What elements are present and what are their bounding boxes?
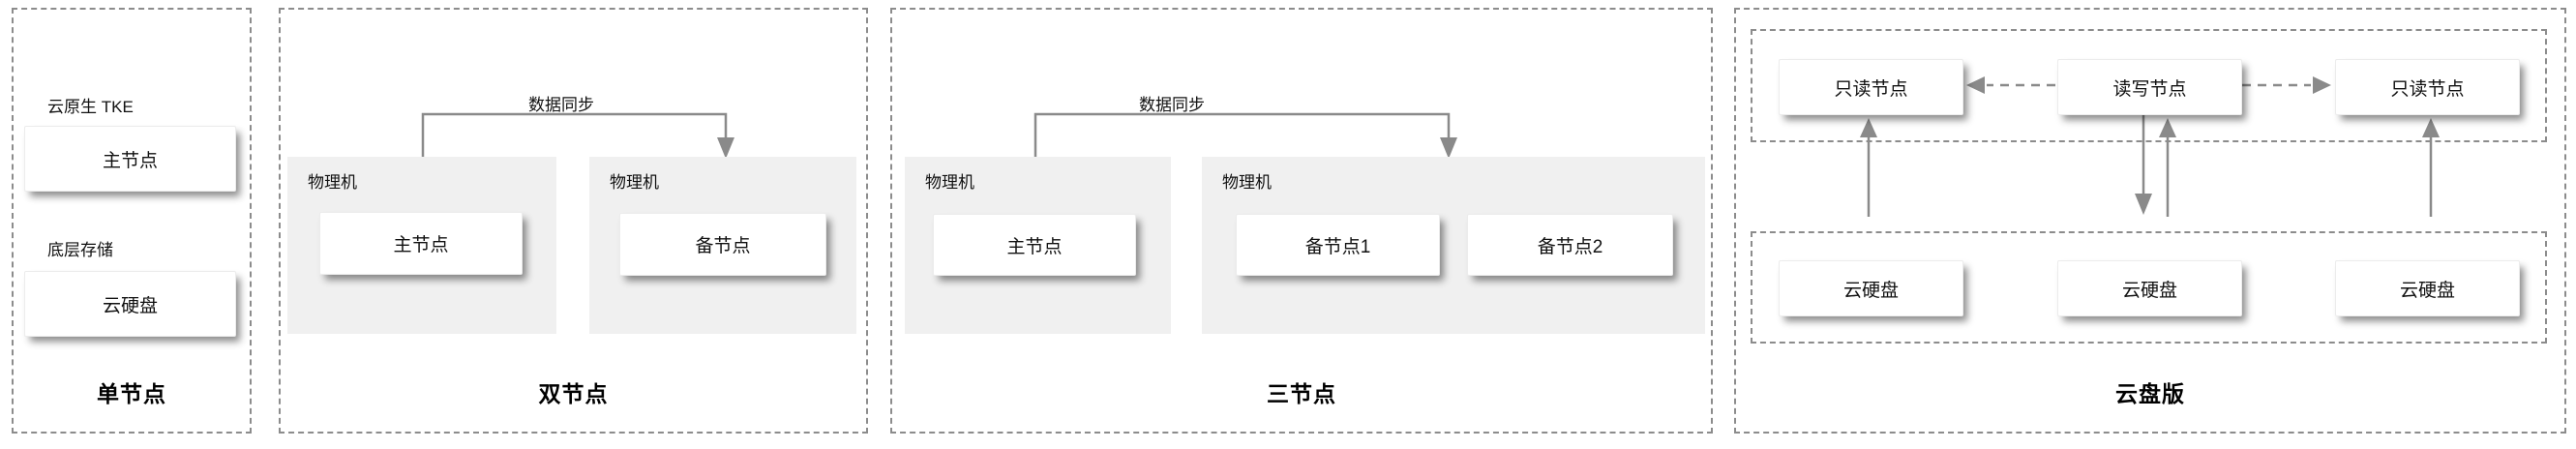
- panel-title-three-node: 三节点: [1267, 381, 1336, 406]
- node-box-master-label: 主节点: [393, 235, 449, 255]
- panel-single-node: 云原生 TKE 主节点 底层存储 云硬盘 单节点: [12, 8, 252, 434]
- node-box-master: 主节点: [933, 214, 1136, 276]
- host-box-physical-machine: 物理机 主节点: [287, 157, 556, 334]
- compute-nodes-container: 只读节点 读写节点 只读节点: [1751, 29, 2547, 142]
- node-box-readonly-left: 只读节点: [1779, 59, 1963, 115]
- label-data-sync: 数据同步: [1139, 96, 1205, 114]
- node-box-readonly-label: 只读节点: [1834, 78, 1908, 100]
- panel-cloud-disk-edition: 只读节点 读写节点 只读节点 云硬盘 云硬盘 云硬盘 云盘版: [1734, 8, 2566, 434]
- node-box-cloud-disk-label: 云硬盘: [2121, 280, 2177, 301]
- host-box-physical-machine: 物理机 主节点: [905, 157, 1171, 334]
- panel-title-cloud-disk-edition: 云盘版: [2115, 381, 2185, 406]
- node-box-readwrite-label: 读写节点: [2112, 78, 2187, 100]
- node-box-readonly-label: 只读节点: [2390, 78, 2465, 100]
- node-box-master-label: 主节点: [1006, 236, 1063, 257]
- node-box-readonly-right: 只读节点: [2335, 59, 2520, 115]
- host-label: 物理机: [308, 173, 357, 192]
- arrowhead-down-icon: [717, 137, 734, 159]
- host-box-physical-machine: 物理机 备节点1 备节点2: [1202, 157, 1705, 334]
- host-box-physical-machine: 物理机 备节点: [589, 157, 856, 334]
- node-box-standby-label: 备节点: [695, 236, 751, 256]
- node-box-master: 主节点: [24, 126, 236, 192]
- label-underlying-storage: 底层存储: [47, 241, 113, 259]
- node-box-standby: 备节点: [619, 213, 826, 276]
- cloud-disks-container: 云硬盘 云硬盘 云硬盘: [1751, 231, 2547, 344]
- panel-title-single-node: 单节点: [97, 381, 166, 406]
- node-box-readwrite: 读写节点: [2057, 59, 2242, 115]
- node-box-cloud-disk-label: 云硬盘: [1842, 280, 1899, 301]
- node-box-cloud-disk: 云硬盘: [2057, 260, 2242, 316]
- node-box-standby-2-label: 备节点2: [1537, 236, 1603, 257]
- node-box-cloud-disk: 云硬盘: [2335, 260, 2520, 316]
- arrowhead-down-icon: [1440, 137, 1457, 159]
- panel-three-node: 数据同步 物理机 主节点 物理机 备节点1 备节点2 三节点: [890, 8, 1713, 434]
- node-box-standby-2: 备节点2: [1467, 214, 1673, 276]
- node-box-cloud-disk: 云硬盘: [24, 271, 236, 337]
- node-box-standby-1-label: 备节点1: [1304, 236, 1371, 257]
- node-box-cloud-disk-label: 云硬盘: [102, 295, 158, 316]
- node-box-master-label: 主节点: [102, 150, 158, 171]
- host-label: 物理机: [1222, 173, 1272, 192]
- panel-title-dual-node: 双节点: [538, 381, 609, 406]
- node-box-master: 主节点: [319, 212, 523, 275]
- host-label: 物理机: [925, 173, 974, 192]
- panel-dual-node: 数据同步 物理机 主节点 物理机 备节点 双节点: [279, 8, 868, 434]
- label-data-sync: 数据同步: [528, 96, 594, 114]
- node-box-standby-1: 备节点1: [1236, 214, 1440, 276]
- node-box-cloud-disk-label: 云硬盘: [2399, 280, 2455, 301]
- host-label: 物理机: [610, 173, 659, 192]
- node-box-cloud-disk: 云硬盘: [1779, 260, 1963, 316]
- label-cloud-native-tke: 云原生 TKE: [47, 98, 134, 116]
